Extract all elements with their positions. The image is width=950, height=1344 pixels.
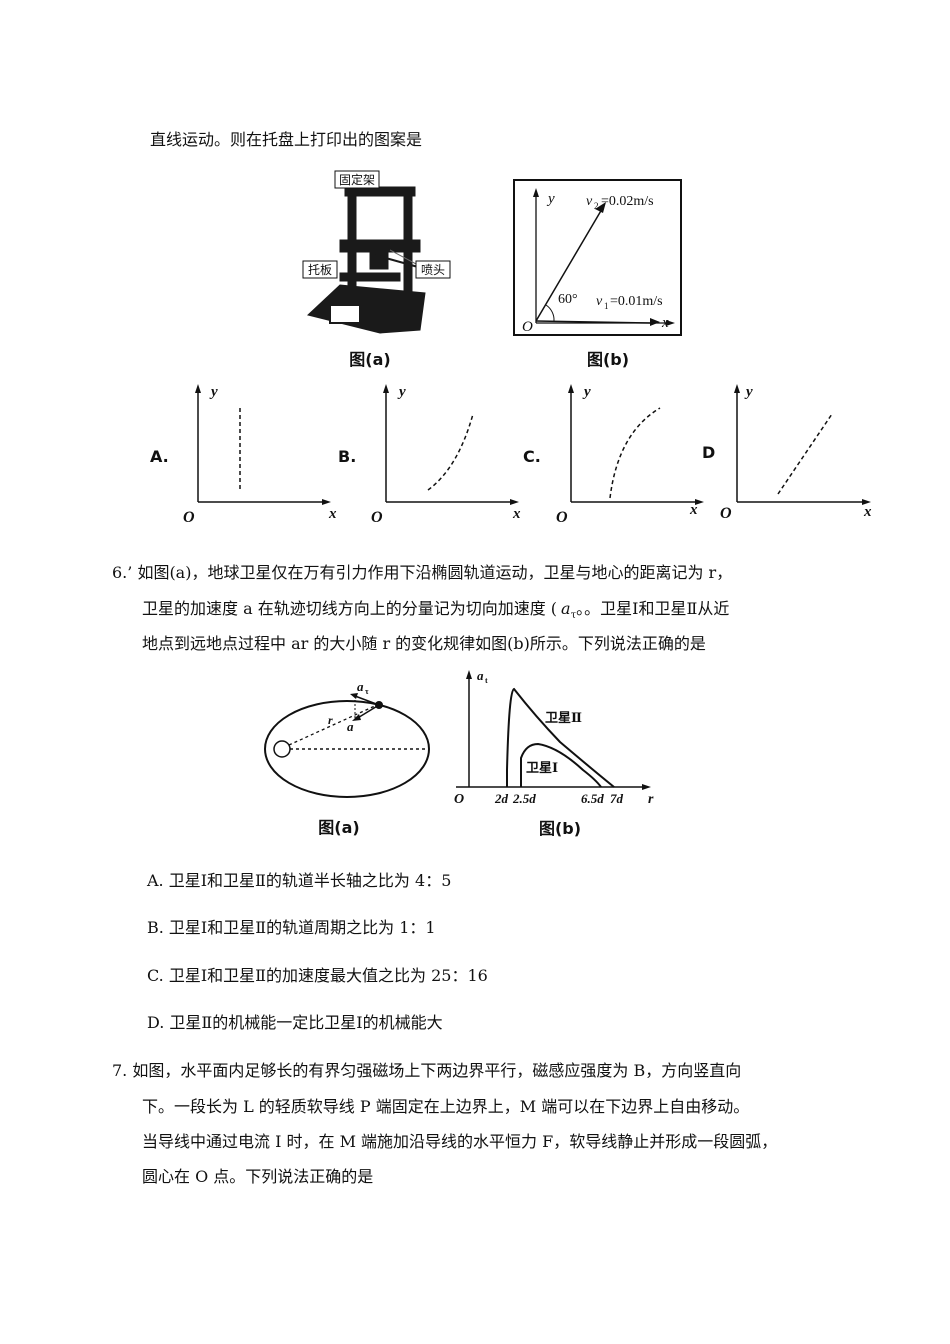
- earth-circle: [273, 740, 291, 758]
- question5-tail-text: 直线运动。则在托盘上打印出的图案是: [150, 130, 423, 149]
- q6-option-a: A. 卫星Ⅰ和卫星Ⅱ的轨道半长轴之比为 4：5: [147, 871, 452, 890]
- velocity-figure: y x O v 2 =0.02m/s v 1 =0.01m/s 60° 图(b): [513, 179, 682, 369]
- q7-line-3: 当导线中通过电流 I 时，在 M 端施加沿导线的水平恒力 F，软导线静止并形成一…: [142, 1132, 778, 1151]
- v1-arrow: [535, 320, 653, 324]
- q6-at-symbol: a: [561, 599, 571, 618]
- choice-a-y: y: [209, 384, 218, 400]
- at-axis-symbol: a: [477, 668, 484, 683]
- radius-line: [288, 704, 378, 746]
- b-origin: O: [454, 792, 464, 807]
- b-r-label: r: [648, 792, 654, 807]
- acceleration-figure: a t O r 2d 2.5d 6.5d 7d 卫星Ⅱ 卫星Ⅰ 图(b): [454, 668, 654, 838]
- choice-a-letter: A.: [150, 447, 169, 466]
- tick-6-5d: 6.5d: [581, 791, 604, 806]
- choice-c-letter: C.: [523, 447, 541, 466]
- q6-line-1: 6.’ 如图(a)，地球卫星仅在万有引力作用下沿椭圆轨道运动，卫星与地心的距离记…: [112, 563, 733, 582]
- sat1-curve: [520, 742, 602, 788]
- orbit-a-label: a: [347, 719, 354, 734]
- choice-a-x: x: [328, 506, 337, 522]
- q7-line-4: 圆心在 O 点。下列说法正确的是: [142, 1167, 374, 1186]
- angle-label: 60°: [558, 292, 578, 307]
- tray-label: 托板: [308, 263, 332, 277]
- y-label: y: [546, 191, 555, 207]
- choice-a-graph: A. y x O: [150, 384, 337, 526]
- v2-arrow: [535, 208, 603, 322]
- sat2-label: 卫星Ⅱ: [545, 710, 582, 725]
- at-vector: [354, 695, 380, 706]
- q7-line-2: 下。一段长为 L 的轻质软导线 P 端固定在上边界上，M 端可以在下边界上自由移…: [142, 1097, 750, 1116]
- orbit-figure: a τ r a 图(a): [264, 679, 430, 837]
- velocity-caption: 图(b): [587, 350, 629, 369]
- v1-symbol: v: [596, 294, 603, 309]
- v2-value: =0.02m/s: [601, 194, 654, 209]
- orbit-at-symbol: a: [357, 679, 364, 694]
- x-label: x: [661, 315, 669, 331]
- printer-figure: 固定架 托板 喷头 图(a): [302, 170, 451, 369]
- velocity-frame: [513, 179, 682, 336]
- frame-label: 固定架: [339, 172, 375, 187]
- v2-symbol: v: [586, 194, 593, 209]
- q6-option-c: C. 卫星Ⅰ和卫星Ⅱ的加速度最大值之比为 25：16: [147, 966, 488, 985]
- choice-c-x: x: [689, 502, 698, 518]
- choice-c-y: y: [582, 384, 591, 400]
- q6-at-subscript: τ: [570, 610, 577, 622]
- tick-2-5d: 2.5d: [512, 791, 536, 806]
- choice-b-curve: [427, 413, 474, 491]
- nozzle-label: 喷头: [421, 263, 445, 277]
- printer-drawing: [306, 186, 426, 334]
- choice-d-x: x: [863, 504, 872, 520]
- choice-b-graph: B. y x O: [338, 384, 521, 526]
- q6-line-2-start: 卫星的加速度 a 在轨迹切线方向上的分量记为切向加速度 (: [142, 599, 558, 618]
- q6-line-2-end: 。。卫星Ⅰ和卫星Ⅱ从近: [576, 599, 730, 618]
- v1-value: =0.01m/s: [610, 294, 663, 309]
- at-axis-subscript: t: [485, 676, 488, 685]
- sat2-curve: [506, 687, 615, 788]
- choice-d-curve: [777, 413, 833, 495]
- angle-arc: [545, 304, 555, 322]
- orbit-r-label: r: [328, 713, 333, 727]
- orbit-caption: 图(a): [318, 818, 359, 837]
- q6-option-d: D. 卫星Ⅱ的机械能一定比卫星Ⅰ的机械能大: [147, 1013, 443, 1032]
- q6-line-2: 卫星的加速度 a 在轨迹切线方向上的分量记为切向加速度 (aτ。。卫星Ⅰ和卫星Ⅱ…: [142, 598, 729, 627]
- choice-b-x: x: [512, 506, 521, 522]
- choice-b-origin: O: [371, 509, 383, 526]
- printer-caption: 图(a): [349, 350, 390, 369]
- q6-option-b: B. 卫星Ⅰ和卫星Ⅱ的轨道周期之比为 1：1: [147, 918, 436, 937]
- choice-b-y: y: [397, 384, 406, 400]
- q7-line-1: 7. 如图，水平面内足够长的有界匀强磁场上下两边界平行，磁感应强度为 B，方向竖…: [112, 1061, 742, 1080]
- choice-d-graph: D y x O: [702, 384, 872, 522]
- orbit-ellipse: [264, 700, 430, 798]
- choice-d-letter: D: [702, 443, 715, 462]
- q6-line-3: 地点到远地点过程中 ar 的大小随 r 的变化规律如图(b)所示。下列说法正确的…: [142, 634, 706, 653]
- v2-subscript: 2: [594, 201, 599, 211]
- tick-7d: 7d: [610, 791, 624, 806]
- acceleration-caption: 图(b): [539, 819, 581, 838]
- choice-d-y: y: [744, 384, 753, 400]
- tick-2d: 2d: [494, 791, 509, 806]
- orbit-at-subscript: τ: [365, 687, 369, 696]
- choice-a-origin: O: [183, 509, 195, 526]
- choice-c-origin: O: [556, 509, 568, 526]
- v1-subscript: 1: [604, 301, 609, 311]
- sat1-label: 卫星Ⅰ: [526, 760, 558, 775]
- choice-d-origin: O: [720, 505, 732, 522]
- choice-b-letter: B.: [338, 447, 356, 466]
- origin-label: O: [522, 319, 533, 335]
- choice-c-curve: [609, 407, 661, 499]
- choice-c-graph: C. y x O: [523, 384, 704, 526]
